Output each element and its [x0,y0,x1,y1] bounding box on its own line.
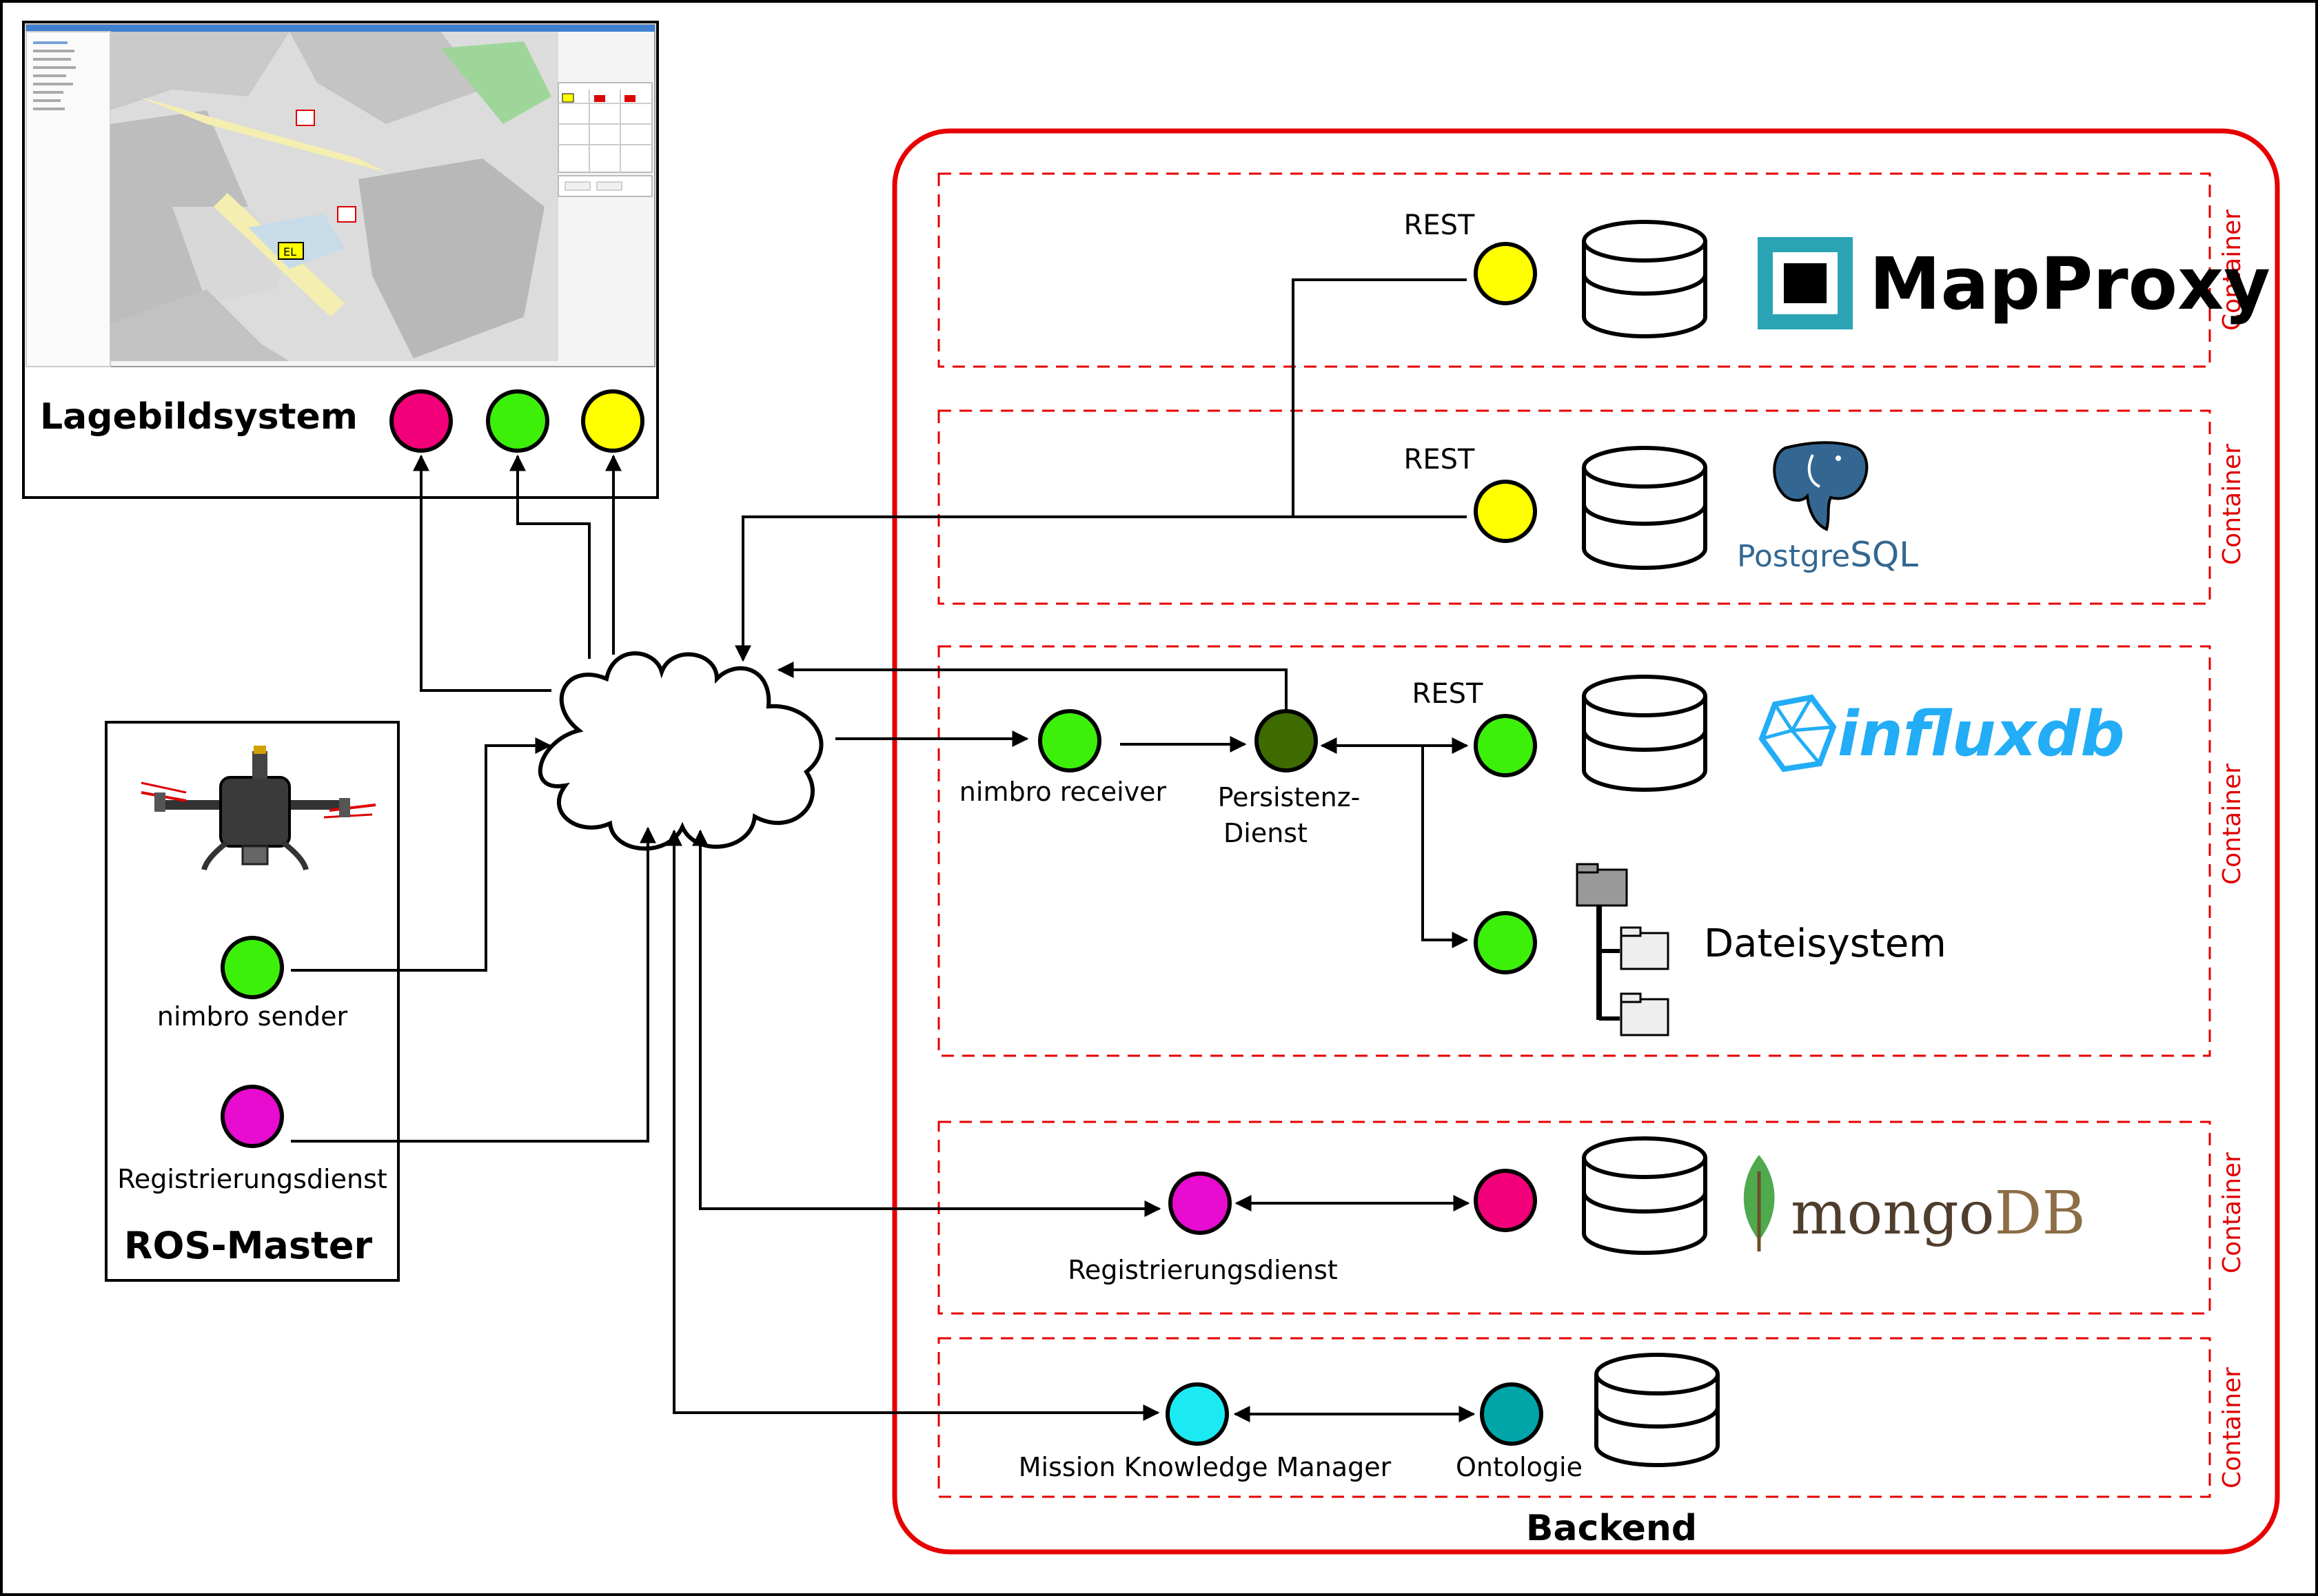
container-postgres [937,409,2211,605]
lagebild-node-green [486,389,549,453]
arrow-cloud-mkm [666,829,1160,1421]
drone-icon [141,746,376,871]
mapproxy-logo: MapProxy [1758,237,2270,329]
line-mapproxy-to-bus [1292,278,1467,517]
persistenz-label-line1: Persistenz- [1218,782,1361,812]
nimbro-receiver-node [1038,709,1101,773]
ros-master-box [105,721,400,1282]
arrow-ros-registry-to-cloud [291,826,656,1143]
rest-label-mapproxy: REST [1404,209,1475,241]
container-mapproxy [937,172,2211,368]
influx-logo-icon [1758,694,1837,773]
backend-title: Backend [1526,1508,1697,1549]
persistenz-label-line2: Dienst [1223,818,1308,848]
postgres-logo-prefix: Postgre [1737,539,1850,574]
backend-registrierungsdienst-label: Registrierungsdienst [1068,1255,1338,1285]
ros-master-panel: nimbro sender Registrierungsdienst ROS-M… [105,721,400,1282]
rest-label-postgres: REST [1404,444,1475,475]
lagebildsystem-box [22,21,659,499]
lagebildsystem-panel: EL Lagebildsystem [22,21,659,499]
lagebild-screenshot: EL [26,24,655,367]
lagebild-node-magenta [389,389,453,453]
ros-registrierungsdienst-label: Registrierungsdienst [117,1164,387,1194]
arrow-sender-to-cloud [291,737,552,972]
dateisystem-node [1474,911,1537,974]
container-label-4: Container [2218,1152,2246,1273]
arrow-persistenz-to-dateisystem [1421,746,1469,948]
postgres-rest-node [1474,480,1537,543]
container-mongo [937,1121,2211,1315]
container-label-5: Container [2218,1367,2246,1488]
postgres-database-icon [1582,446,1707,570]
influx-database-icon [1582,675,1707,792]
mongo-leaf-icon [1743,1155,1775,1251]
lagebild-node-yellow [581,389,644,453]
mongo-database-icon [1582,1136,1707,1255]
container-label-2: Container [2218,444,2246,565]
arrow-persistenz-to-cloud [777,662,1288,710]
mapproxy-database-icon [1582,220,1707,338]
container-label-1: Container [2218,209,2246,331]
dateisystem-label: Dateisystem [1704,921,1946,966]
mapproxy-rest-node [1474,242,1537,305]
container-influx [937,645,2211,1057]
network-cloud-icon [538,651,824,851]
ontologie-database-icon [1594,1353,1720,1467]
folder-tree-icon [1576,863,1669,1036]
mission-knowledge-manager-node [1166,1382,1229,1446]
mapproxy-logo-text: MapProxy [1869,242,2270,326]
postgres-elephant-icon [1773,441,1869,531]
arrow-cloud-to-green [509,454,591,659]
ros-master-title: ROS-Master [124,1224,373,1267]
influx-logo-text: influxdb [1838,698,2125,770]
connectors [291,278,1476,1422]
nimbro-receiver-label: nimbro receiver [959,777,1167,807]
mongo-logo-suffix: DB [1995,1179,2086,1248]
postgres-logo-text: PostgreSQL [1737,535,1918,575]
mongo-logo-text: mongoDB [1791,1179,2086,1248]
arrow-cloud-registry [692,829,1161,1217]
rest-label-influx: REST [1412,678,1483,710]
nimbro-sender-node [221,936,284,999]
mongo-node [1474,1169,1537,1232]
backend-registrierungsdienst-node [1168,1172,1232,1235]
backend-panel: Backend Container Container Container Co… [892,128,2280,1555]
ontologie-label: Ontologie [1456,1452,1583,1482]
persistenz-dienst-node [1254,709,1318,773]
mission-knowledge-manager-label: Mission Knowledge Manager [1019,1452,1392,1482]
container-label-3: Container [2218,764,2246,885]
postgres-logo-suffix: SQL [1850,535,1918,575]
arrow-cloud-to-magenta [413,454,551,692]
nimbro-sender-label: nimbro sender [157,1001,348,1032]
ontologie-node [1480,1382,1543,1446]
mongo-logo-prefix: mongo [1791,1179,1995,1248]
ros-registrierungsdienst-node [221,1085,284,1148]
arrow-postgres-to-cloud [735,515,1467,662]
el-badge: EL [283,245,296,258]
lagebildsystem-title: Lagebildsystem [40,396,358,438]
influx-rest-node [1474,714,1537,777]
